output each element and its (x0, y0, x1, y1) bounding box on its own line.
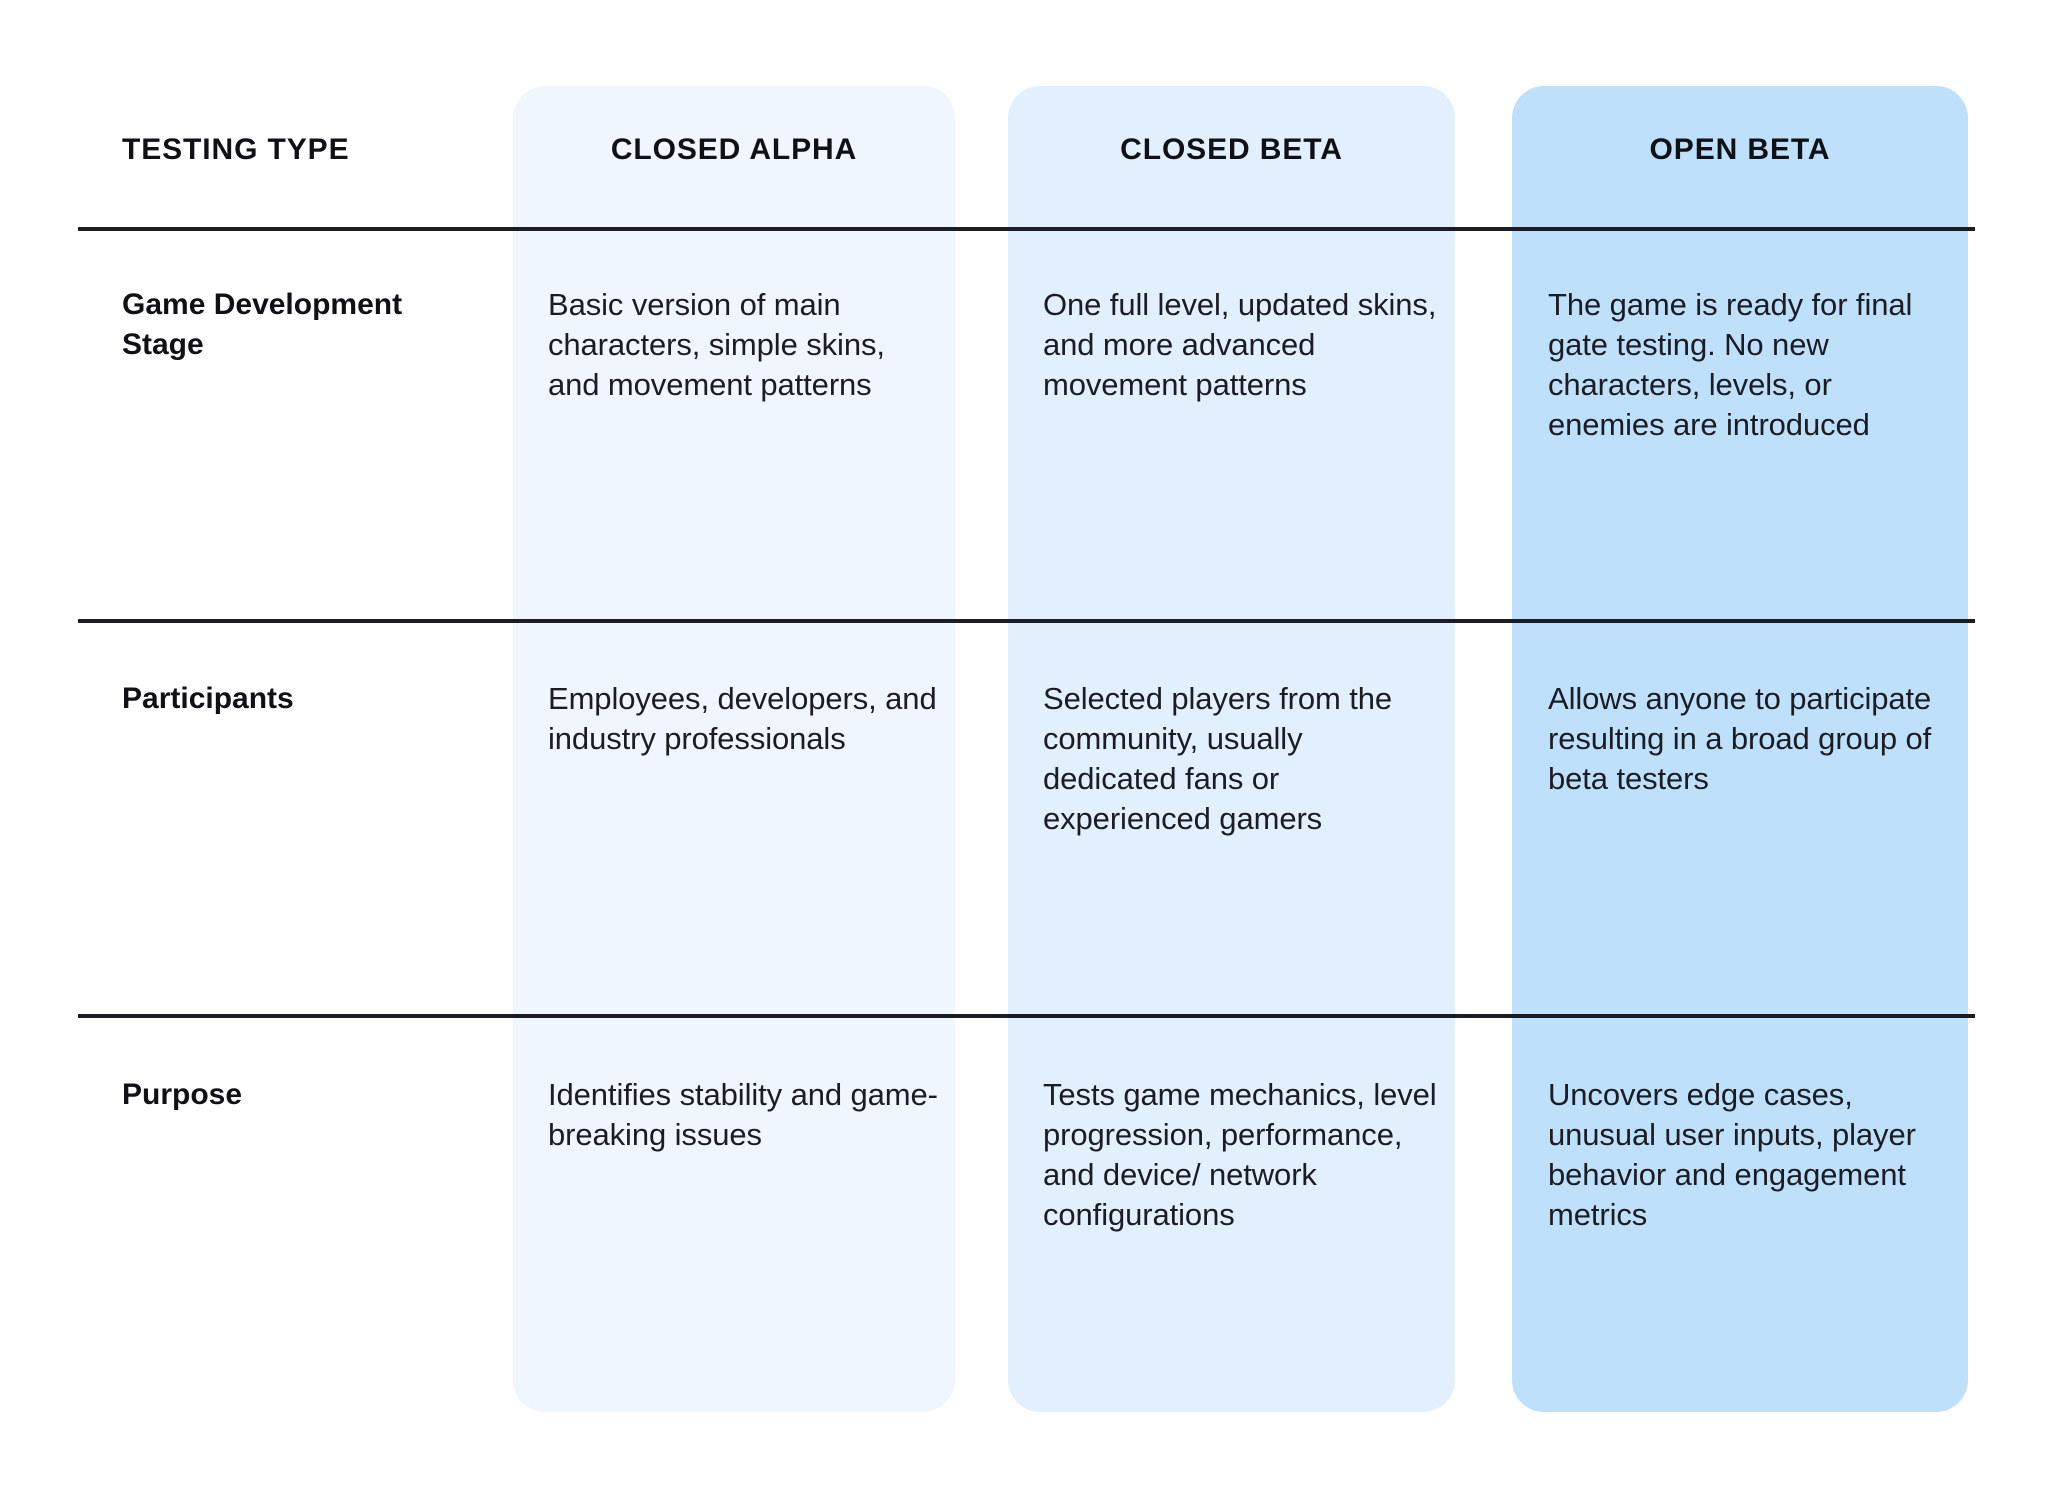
row-label-purpose: Purpose (122, 1078, 243, 1111)
cell-purpose-open-beta: Uncovers edge cases, unusual user inputs… (1548, 1077, 1916, 1232)
cell-purpose-closed-beta: Tests game mechanics, level progression,… (1043, 1077, 1437, 1232)
column-header-testing-type: TESTING TYPE (122, 133, 350, 166)
column-background-closed-alpha (513, 86, 955, 1412)
header-divider (78, 227, 1975, 231)
column-header-closed-beta: CLOSED BETA (1120, 133, 1343, 166)
cell-game-development-stage-closed-beta: One full level, updated skins, and more … (1043, 287, 1437, 402)
row-divider-2 (78, 1014, 1975, 1018)
row-label-game-development-stage: Game Development Stage (122, 288, 403, 361)
cell-participants-closed-alpha: Employees, developers, and industry prof… (548, 681, 937, 756)
row-divider-1 (78, 619, 1975, 623)
cell-purpose-closed-alpha: Identifies stability and game-breaking i… (548, 1077, 938, 1152)
cell-game-development-stage-open-beta: The game is ready for final gate testing… (1548, 287, 1913, 442)
cell-participants-open-beta: Allows anyone to participate resulting i… (1548, 681, 1932, 796)
column-background-open-beta (1512, 86, 1968, 1412)
row-label-participants: Participants (122, 682, 294, 715)
cell-participants-closed-beta: Selected players from the community, usu… (1043, 681, 1393, 836)
column-background-closed-beta (1008, 86, 1455, 1412)
column-header-closed-alpha: CLOSED ALPHA (610, 133, 858, 166)
column-header-open-beta: OPEN BETA (1649, 133, 1831, 166)
cell-game-development-stage-closed-alpha: Basic version of main characters, simple… (548, 287, 885, 402)
